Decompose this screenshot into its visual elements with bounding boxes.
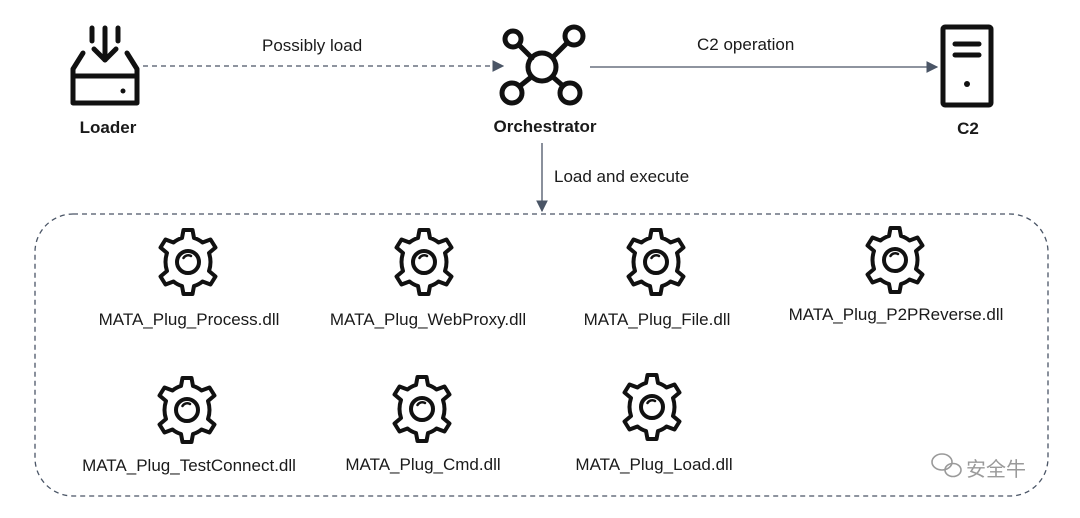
gear-icon bbox=[622, 373, 682, 441]
watermark: 安全牛 bbox=[931, 453, 1026, 481]
gear-icon bbox=[865, 226, 925, 294]
edge-label-load-and-execute: Load and execute bbox=[554, 167, 689, 186]
loader-node: Loader bbox=[70, 25, 140, 137]
gear-icon bbox=[158, 228, 218, 296]
gear-icon bbox=[157, 376, 217, 444]
edge-label-possibly-load: Possibly load bbox=[262, 36, 362, 55]
plugin-label: MATA_Plug_WebProxy.dll bbox=[330, 310, 526, 329]
download-tray-icon bbox=[70, 25, 140, 106]
loader-label: Loader bbox=[80, 118, 137, 137]
plugin-label: MATA_Plug_Process.dll bbox=[99, 310, 280, 329]
plugin-item: MATA_Plug_File.dll bbox=[584, 228, 731, 329]
plugin-label: MATA_Plug_P2PReverse.dll bbox=[789, 305, 1004, 324]
server-icon bbox=[940, 24, 994, 108]
gear-icon bbox=[626, 228, 686, 296]
watermark-text: 安全牛 bbox=[966, 458, 1026, 481]
plugin-container bbox=[34, 213, 1049, 497]
gear-icon bbox=[392, 375, 452, 443]
wechat-icon bbox=[931, 453, 962, 478]
plugin-label: MATA_Plug_Cmd.dll bbox=[345, 455, 500, 474]
orchestrator-node: Orchestrator bbox=[494, 24, 597, 136]
plugin-label: MATA_Plug_Load.dll bbox=[575, 455, 732, 474]
network-hub-icon bbox=[499, 24, 586, 106]
plugin-item: MATA_Plug_P2PReverse.dll bbox=[789, 226, 1004, 324]
plugin-item: MATA_Plug_WebProxy.dll bbox=[330, 228, 526, 329]
gear-icon bbox=[394, 228, 454, 296]
c2-node: C2 bbox=[940, 24, 994, 138]
plugin-item: MATA_Plug_Process.dll bbox=[99, 228, 280, 329]
plugin-item: MATA_Plug_Load.dll bbox=[575, 373, 733, 474]
plugin-item: MATA_Plug_Cmd.dll bbox=[345, 375, 501, 474]
plugin-label: MATA_Plug_File.dll bbox=[584, 310, 731, 329]
edge-label-c2-operation: C2 operation bbox=[697, 35, 794, 54]
c2-label: C2 bbox=[957, 119, 979, 138]
plugin-label: MATA_Plug_TestConnect.dll bbox=[82, 456, 296, 475]
orchestrator-label: Orchestrator bbox=[494, 117, 597, 136]
plugin-item: MATA_Plug_TestConnect.dll bbox=[82, 376, 296, 475]
